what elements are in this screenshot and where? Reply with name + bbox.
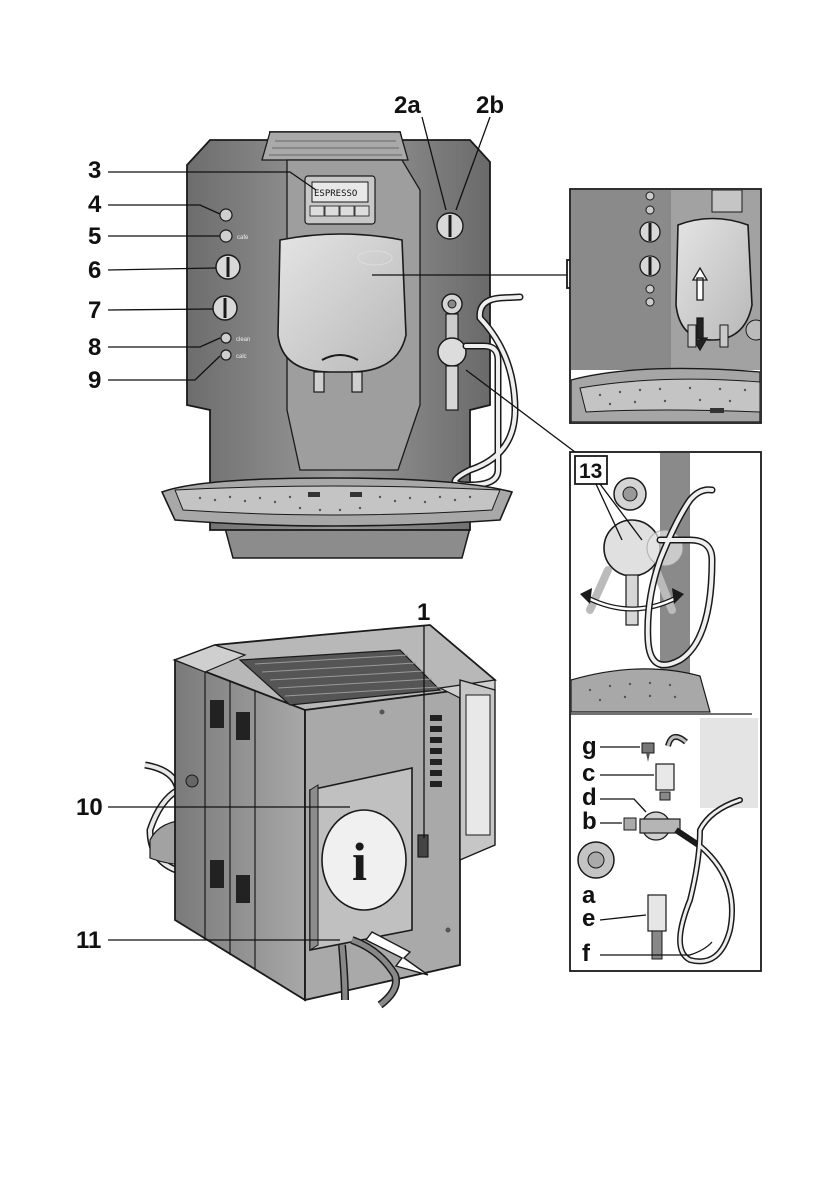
callout-d: d [582,784,597,811]
callout-5: 5 [88,223,101,250]
callout-4: 4 [88,191,102,218]
frother-head[interactable] [437,337,467,367]
rotate-right-icon [672,588,684,604]
part-g [641,742,655,754]
milk-hose [453,295,522,488]
frother-tube [445,365,459,411]
callout-f: f [582,940,591,967]
callout-a: a [582,882,596,909]
power-cable [339,944,348,1001]
display-text: ESPRESSO [314,189,357,199]
callout-e: e [582,905,595,932]
brand-logo [357,250,393,266]
callout-1: 1 [417,599,430,626]
info-icon: i [352,832,367,892]
callout-10: 10 [76,794,103,821]
top-grill [238,649,442,706]
clean-button[interactable] [220,332,232,344]
cafe-button[interactable] [219,229,233,243]
display-buttons [309,205,370,217]
rear-side-face [174,658,306,1002]
machine-rear-view: i [144,624,497,1009]
inset-frother: 13 g c d b a e f [569,451,762,972]
part-f-hose [678,798,742,963]
inset-cover-removal [569,188,762,424]
display-button-right[interactable] [354,205,370,217]
arrow-pull-cable-icon [364,931,429,976]
machine-base [224,527,471,559]
rear-vents [430,715,442,787]
spout-left [313,371,325,393]
rotate-left-icon [580,588,592,604]
callout-9: 9 [88,367,101,394]
callout-b: b [582,808,597,835]
info-circle [321,809,407,911]
callout-7: 7 [88,297,101,324]
callout-c: c [582,760,595,787]
part-e [647,894,667,932]
bean-container-lid [261,131,409,161]
inset-cover [675,217,753,341]
callout-8: 8 [88,334,101,361]
callout-13-box [574,455,608,485]
part-c [655,763,675,791]
calc-button[interactable] [220,349,232,361]
callout-2b: 2b [476,92,504,119]
display-screen [311,181,369,203]
calc-label: calc [236,354,247,360]
clean-label: clean [236,337,250,343]
machine-front-view: ESPRESSO cafe clean calc [160,131,524,559]
spout-right [351,371,363,393]
cafe-label: cafe [237,235,249,241]
mains-switch[interactable] [417,834,429,858]
exploded-bg [700,718,758,808]
drip-tray-grid [174,485,501,516]
on-off-button[interactable] [219,208,233,222]
callout-13: 13 [579,460,602,483]
drip-tray-holes [198,495,472,512]
bottom-callouts: 1 10 11 [76,599,430,954]
callout-6: 6 [88,257,101,284]
part-b [623,817,637,831]
side-vents [210,700,250,903]
dispenser-cover[interactable] [277,233,407,373]
callout-g: g [582,733,597,760]
callout-3: 3 [88,157,101,184]
display-button-exit[interactable] [339,205,355,217]
display-button-left[interactable] [309,205,325,217]
display-button-p[interactable] [324,205,340,217]
callout-2a: 2a [394,92,421,119]
arrow-up-icon [691,266,709,301]
callout-11: 11 [76,927,101,954]
